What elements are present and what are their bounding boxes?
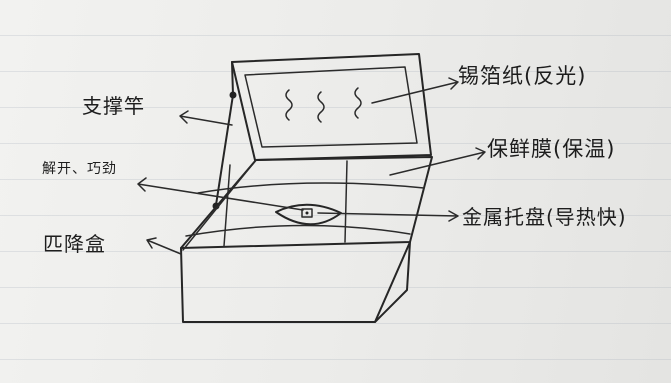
lid-inner-panel — [244, 66, 418, 148]
heat-wave-3 — [354, 87, 362, 119]
heat-wave-1 — [285, 89, 293, 121]
heat-wave-2 — [317, 91, 325, 123]
film-line-4 — [344, 160, 348, 243]
arrow-film — [389, 147, 486, 176]
arrow-foil — [371, 77, 459, 104]
lid-outer-frame — [231, 53, 432, 161]
tray-center-square — [301, 208, 313, 218]
box-front-face — [180, 241, 411, 323]
label-foil: 锡箔纸(反光) — [458, 64, 587, 88]
box-top-rim — [180, 156, 433, 249]
tray-center-dot — [305, 211, 309, 215]
arrow-tray — [317, 210, 459, 222]
label-plastic-film: 保鲜膜(保温) — [487, 137, 616, 161]
label-metal-tray: 金属托盘(导热快) — [462, 205, 627, 229]
label-switch: 解开、巧劲 — [42, 161, 117, 177]
arrow-rod — [179, 110, 233, 126]
label-support-rod: 支撑竿 — [82, 94, 145, 118]
box-side-face — [374, 241, 411, 323]
rod-hinge-top — [229, 91, 237, 99]
box-left-edge — [182, 159, 257, 251]
support-rod — [215, 61, 234, 206]
film-line-2 — [185, 224, 411, 237]
film-line-1 — [197, 182, 425, 194]
film-line-3 — [223, 164, 231, 247]
arrow-box — [146, 237, 182, 255]
arrow-switch — [137, 177, 304, 211]
label-box: 匹降盒 — [43, 232, 106, 256]
